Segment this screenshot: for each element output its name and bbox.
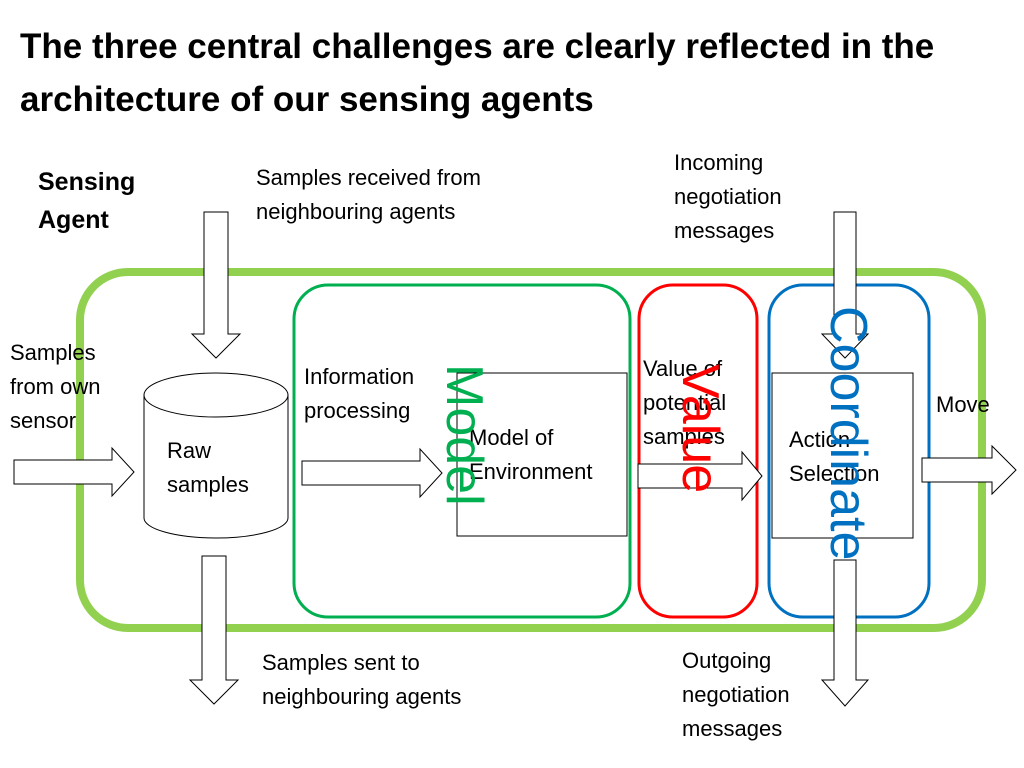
arrow-move xyxy=(921,444,1017,496)
raw-samples-label: Raw samples xyxy=(167,434,249,502)
value-box xyxy=(637,283,759,619)
arrow-samples-own-sensor xyxy=(13,446,135,498)
action-selection-label: Action Selection xyxy=(789,423,880,491)
raw-samples-text: Raw samples xyxy=(167,438,249,497)
arrow-samples-sent xyxy=(188,555,240,705)
arrow-samples-received xyxy=(190,211,242,359)
arrow-outgoing-negotiation xyxy=(820,559,870,707)
raw-samples-cylinder xyxy=(143,372,289,539)
outgoing-negotiation-label: Outgoing negotiation messages xyxy=(682,644,790,746)
arrow-incoming-negotiation xyxy=(820,211,870,359)
move-label: Move xyxy=(936,392,990,417)
incoming-negotiation-label: Incoming negotiation messages xyxy=(674,146,782,248)
information-processing-label: Information processing xyxy=(304,360,414,428)
samples-sent-text: Samples sent to neighbouring agents xyxy=(262,650,462,709)
action-selection-text: Action Selection xyxy=(789,427,880,486)
model-of-environment-box xyxy=(456,372,628,537)
outgoing-negotiation-text: Outgoing negotiation messages xyxy=(682,648,790,741)
slide-title: The three central challenges are clearly… xyxy=(20,27,935,119)
samples-received-text: Samples received from neighbouring agent… xyxy=(256,165,481,224)
value-of-samples-text: Value of potential samples xyxy=(643,356,727,449)
model-box xyxy=(292,283,632,619)
action-selection-box xyxy=(771,372,914,539)
arrow-information-processing xyxy=(301,447,443,499)
value-challenge-label: Value xyxy=(671,364,729,494)
incoming-negotiation-text: Incoming negotiation messages xyxy=(674,150,782,243)
model-of-environment-text: Model of Environment xyxy=(469,425,593,484)
model-challenge-label: Model xyxy=(435,364,493,506)
sensing-agent-label-text: Sensing Agent xyxy=(38,168,136,234)
value-of-samples-label: Value of potential samples xyxy=(643,352,726,454)
arrow-value xyxy=(637,450,763,502)
samples-received-label: Samples received from neighbouring agent… xyxy=(256,161,481,229)
coordinate-challenge-label: Coordinate xyxy=(819,306,877,561)
model-of-environment-label: Model of Environment xyxy=(469,421,593,489)
sensing-agent-label: Sensing Agent xyxy=(38,163,135,239)
sensing-agent-boundary xyxy=(76,268,986,632)
information-processing-text: Information processing xyxy=(304,364,415,423)
samples-own-sensor-label: Samples from own sensor xyxy=(10,336,100,438)
samples-own-sensor-text: Samples from own sensor xyxy=(10,340,101,433)
samples-sent-label: Samples sent to neighbouring agents xyxy=(262,646,461,714)
